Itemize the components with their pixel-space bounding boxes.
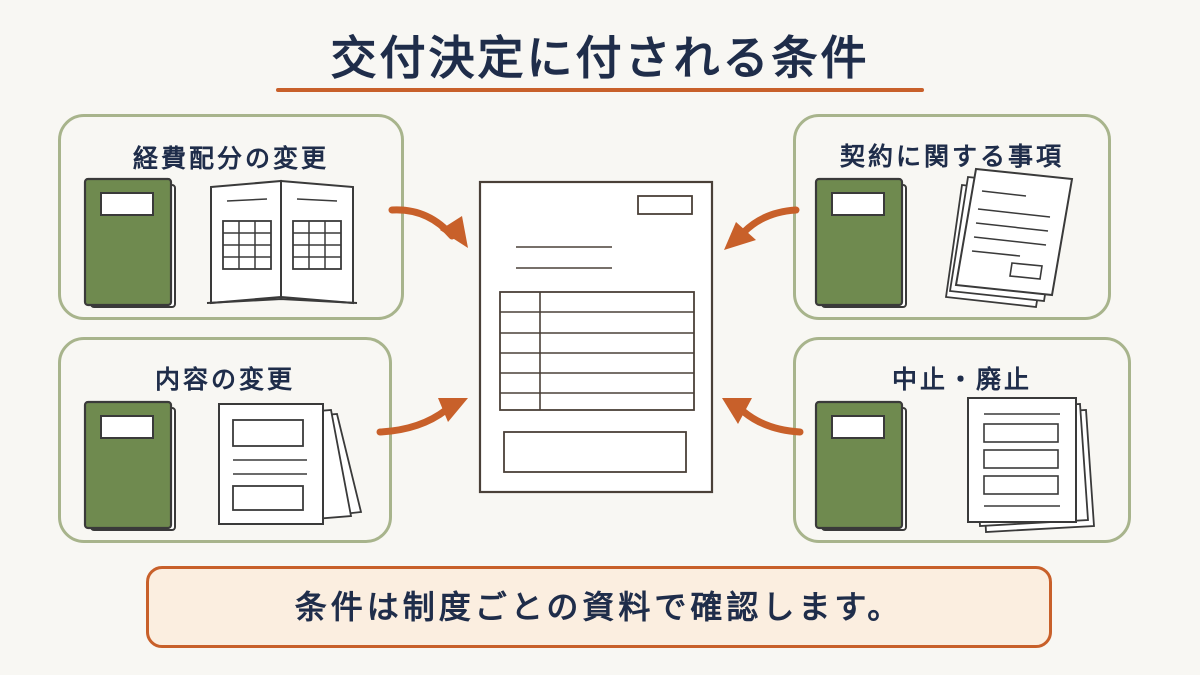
arrow-top-right bbox=[724, 206, 800, 250]
contract-papers-icon bbox=[944, 167, 1074, 308]
title-underline bbox=[276, 88, 924, 92]
panel-illustration-budget bbox=[83, 177, 358, 308]
green-book-icon bbox=[814, 400, 907, 531]
panel-label-content-change: 内容の変更 bbox=[154, 365, 295, 394]
panel-label-contract-matters: 契約に関する事項 bbox=[839, 142, 1064, 171]
panel-content-change: 内容の変更 bbox=[58, 337, 392, 543]
footer-note-banner: 条件は制度ごとの資料で確認します。 bbox=[146, 566, 1052, 648]
document-stack-icon bbox=[218, 403, 363, 525]
panel-contract-matters: 契約に関する事項 bbox=[793, 114, 1111, 320]
panel-label-suspension-abolition: 中止・廃止 bbox=[891, 365, 1032, 394]
green-book-icon bbox=[83, 177, 176, 308]
arrow-bottom-left bbox=[376, 398, 468, 436]
open-ledger-icon bbox=[206, 179, 358, 305]
document-stack-icon bbox=[967, 397, 1095, 533]
green-book-icon bbox=[83, 400, 176, 531]
panel-illustration-content bbox=[83, 400, 363, 531]
arrow-bottom-right bbox=[722, 398, 804, 436]
panel-suspension-abolition: 中止・廃止 bbox=[793, 337, 1131, 543]
panel-budget-allocation-change: 経費配分の変更 bbox=[58, 114, 404, 320]
central-form-document bbox=[478, 180, 714, 494]
arrow-top-left bbox=[388, 206, 468, 248]
panel-label-budget-allocation-change: 経費配分の変更 bbox=[132, 144, 329, 173]
diagram-title: 交付決定に付される条件 bbox=[330, 31, 870, 85]
footer-note-text: 条件は制度ごとの資料で確認します。 bbox=[294, 588, 904, 626]
green-book-icon bbox=[814, 177, 907, 308]
panel-illustration-contract bbox=[814, 167, 1074, 308]
panel-illustration-suspension bbox=[814, 397, 1095, 533]
